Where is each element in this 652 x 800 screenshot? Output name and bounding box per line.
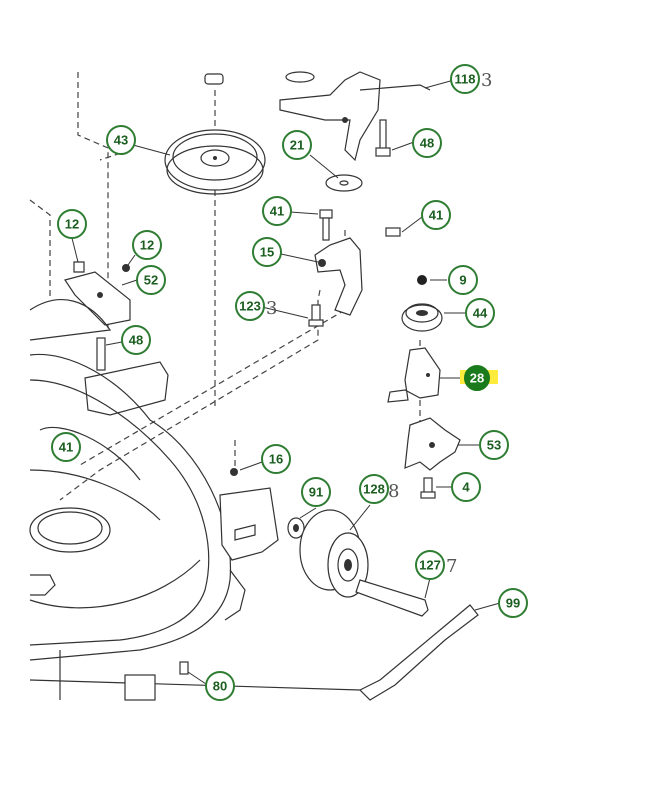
callout-127[interactable]: 127 — [415, 550, 445, 580]
callout-label: 28 — [470, 371, 484, 386]
callout-12-right[interactable]: 12 — [132, 230, 162, 260]
callout-label: 123 — [239, 299, 261, 314]
callout-52[interactable]: 52 — [136, 265, 166, 295]
callout-label: 16 — [269, 452, 283, 467]
callout-label: 41 — [429, 208, 443, 223]
callout-15[interactable]: 15 — [252, 237, 282, 267]
callout-21[interactable]: 21 — [282, 130, 312, 160]
callout-label: 15 — [260, 245, 274, 260]
callout-91[interactable]: 91 — [301, 477, 331, 507]
callout-label: 43 — [114, 133, 128, 148]
line-art — [29, 71, 501, 701]
callout-label: 48 — [129, 333, 143, 348]
ghost-digit-118: 3 — [481, 70, 492, 91]
callout-label: 21 — [290, 138, 304, 153]
callout-123[interactable]: 123 — [235, 291, 265, 321]
callout-4[interactable]: 4 — [451, 472, 481, 502]
callout-12-left[interactable]: 12 — [57, 209, 87, 239]
callout-label: 80 — [213, 679, 227, 694]
callout-label: 118 — [455, 72, 476, 87]
callout-53[interactable]: 53 — [479, 430, 509, 460]
callout-48-top[interactable]: 48 — [412, 128, 442, 158]
callout-label: 48 — [420, 136, 434, 151]
callout-9[interactable]: 9 — [448, 265, 478, 295]
callout-label: 127 — [419, 558, 441, 573]
callout-label: 4 — [462, 480, 470, 495]
callout-41-upper-left[interactable]: 41 — [262, 196, 292, 226]
ghost-digit-127: 7 — [446, 556, 457, 577]
callout-label: 128 — [363, 482, 385, 497]
callout-16[interactable]: 16 — [261, 444, 291, 474]
callout-label: 9 — [459, 273, 466, 288]
callout-label: 12 — [140, 238, 154, 253]
ghost-digit-123: 3 — [266, 298, 277, 319]
callout-44[interactable]: 44 — [465, 298, 495, 328]
callout-118[interactable]: 118 — [450, 64, 480, 94]
callout-43[interactable]: 43 — [106, 125, 136, 155]
callout-label: 12 — [65, 217, 79, 232]
callout-41-lower-left[interactable]: 41 — [51, 432, 81, 462]
callout-28-selected[interactable]: 28 — [464, 365, 490, 391]
callout-label: 41 — [270, 204, 284, 219]
callout-label: 44 — [473, 306, 488, 321]
callout-80[interactable]: 80 — [205, 671, 235, 701]
ghost-digit-128: 8 — [388, 481, 399, 502]
callout-41-upper-right[interactable]: 41 — [421, 200, 451, 230]
callout-label: 53 — [487, 438, 501, 453]
callout-99[interactable]: 99 — [498, 588, 528, 618]
callout-label: 91 — [309, 485, 323, 500]
callout-48-left[interactable]: 48 — [121, 325, 151, 355]
callout-label: 99 — [506, 596, 520, 611]
callout-128[interactable]: 128 — [359, 474, 389, 504]
callout-label: 52 — [144, 273, 158, 288]
callout-label: 41 — [59, 440, 73, 455]
